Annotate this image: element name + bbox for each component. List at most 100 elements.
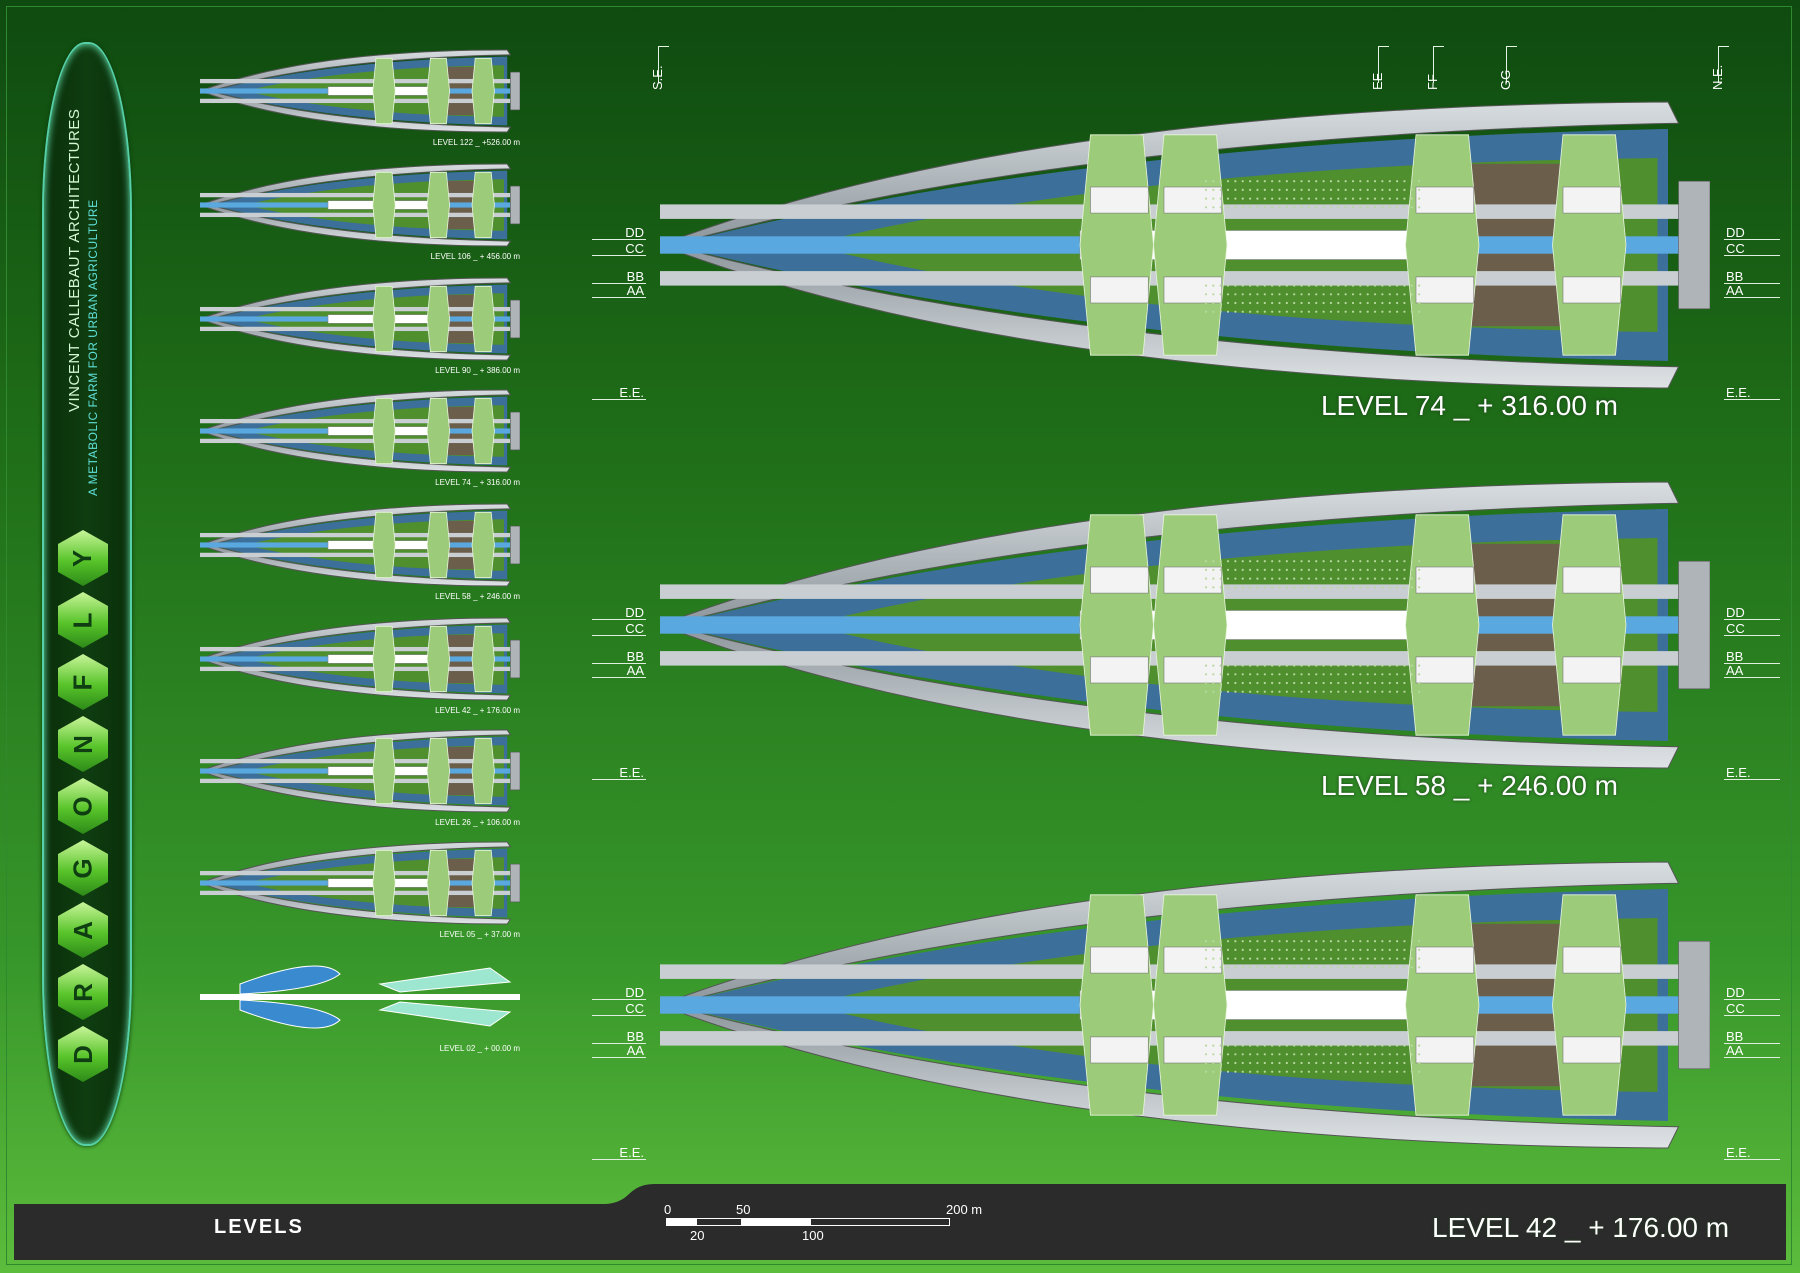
- scale-label-20: 20: [690, 1228, 705, 1243]
- scale-seg-1: [666, 1218, 696, 1226]
- level-plan-title: LEVEL 42 _ + 176.00 m: [1432, 1212, 1730, 1243]
- section-mark: BB: [1724, 270, 1780, 284]
- thumbnail-plan-drawing: [200, 49, 520, 133]
- thumbnail-level-label: LEVEL 05 _ + 37.00 m: [439, 930, 520, 939]
- logo-hex-9: D: [58, 1026, 108, 1082]
- level-plan-drawing: [660, 861, 1710, 1149]
- section-mark: CC: [592, 622, 646, 636]
- level-thumbnail: LEVEL 74 _ + 316.00 m: [200, 388, 520, 488]
- thumbnail-level-label: LEVEL 74 _ + 316.00 m: [435, 478, 520, 487]
- project-subtitle: A METABOLIC FARM FOR URBAN AGRICULTURE: [86, 199, 100, 496]
- logo-hex-1: Y: [58, 530, 108, 586]
- scale-label-0: 0: [664, 1202, 672, 1217]
- logo-hex-8: R: [58, 964, 108, 1020]
- logo-hex-6: G: [58, 840, 108, 896]
- level-thumbnail: LEVEL 106 _ + 456.00 m: [200, 162, 520, 262]
- section-mark: E.E.: [592, 1146, 646, 1160]
- thumbnail-plan-drawing: [200, 277, 520, 361]
- thumbnail-level-label: LEVEL 90 _ + 386.00 m: [435, 366, 520, 375]
- section-mark: AA: [592, 664, 646, 678]
- section-mark: DD: [1724, 606, 1780, 620]
- section-mark: DD: [592, 606, 646, 620]
- levels-label: LEVELS: [214, 1216, 304, 1238]
- section-mark: BB: [592, 1030, 646, 1044]
- section-mark: CC: [592, 1002, 646, 1016]
- thumbnail-level-label: LEVEL 02 _ + 00.00 m: [439, 1044, 520, 1053]
- level-thumbnail: LEVEL 42 _ + 176.00 m: [200, 616, 520, 716]
- footer-bar: LEVELS 0 20 50 100 200 m: [14, 1180, 1786, 1260]
- section-mark: E.E.: [1724, 1146, 1780, 1160]
- section-mark: AA: [1724, 284, 1780, 298]
- logo-hex-5: O: [58, 778, 108, 834]
- section-mark: DD: [592, 986, 646, 1000]
- section-mark: AA: [1724, 664, 1780, 678]
- logo-hex-2: L: [58, 592, 108, 648]
- level-plan: LEVEL 74 _ + 316.00 m: [660, 100, 1710, 450]
- section-mark: DD: [1724, 226, 1780, 240]
- level-plan-drawing: [660, 101, 1710, 389]
- level-plan-title: LEVEL 58 _ + 246.00 m: [1320, 770, 1618, 801]
- section-mark: AA: [1724, 1044, 1780, 1058]
- level-plan-title: LEVEL 74 _ + 316.00 m: [1320, 390, 1618, 421]
- marker-gg: GG: [1498, 46, 1518, 90]
- section-mark: AA: [592, 284, 646, 298]
- thumbnail-level-label: LEVEL 42 _ + 176.00 m: [435, 706, 520, 715]
- thumbnail-plan-drawing: [200, 389, 520, 473]
- section-mark: DD: [592, 226, 646, 240]
- logo-hex-3: F: [58, 654, 108, 710]
- scale-label-50: 50: [736, 1202, 751, 1217]
- scale-seg-2: [696, 1218, 742, 1226]
- marker-ne: N.E.: [1710, 46, 1730, 90]
- company-name: VINCENT CALLEBAUT ARCHITECTURES: [66, 108, 83, 412]
- thumbnail-plan-drawing: [200, 503, 520, 587]
- section-mark: BB: [592, 270, 646, 284]
- scale-seg-4: [810, 1218, 950, 1226]
- section-mark: E.E.: [592, 766, 646, 780]
- level-thumbnail: LEVEL 26 _ + 106.00 m: [200, 728, 520, 828]
- marker-ff: FF: [1425, 46, 1445, 90]
- scale-bar: 0 20 50 100 200 m: [664, 1202, 1004, 1244]
- section-mark: CC: [1724, 622, 1780, 636]
- section-mark: BB: [592, 650, 646, 664]
- section-mark: BB: [1724, 1030, 1780, 1044]
- thumbnail-plan-drawing: [200, 965, 520, 1029]
- thumbnail-plan-drawing: [200, 729, 520, 813]
- dragonfly-logo: Y L F N O G A R D: [58, 530, 110, 1088]
- thumbnail-level-label: LEVEL 26 _ + 106.00 m: [435, 818, 520, 827]
- level-thumbnail: LEVEL 05 _ + 37.00 m: [200, 840, 520, 940]
- thumbnail-plan-drawing: [200, 617, 520, 701]
- thumbnail-level-label: LEVEL 58 _ + 246.00 m: [435, 592, 520, 601]
- thumbnail-plan-drawing: [200, 841, 520, 925]
- section-mark: DD: [1724, 986, 1780, 1000]
- thumbnail-level-label: LEVEL 122 _ +526.00 m: [432, 138, 520, 147]
- marker-se: S.E.: [650, 46, 670, 90]
- section-mark: E.E.: [592, 386, 646, 400]
- title-banner: [42, 42, 132, 1146]
- scale-label-100: 100: [802, 1228, 824, 1243]
- level-plan-drawing: [660, 481, 1710, 769]
- section-mark: AA: [592, 1044, 646, 1058]
- logo-hex-7: A: [58, 902, 108, 958]
- section-mark: BB: [1724, 650, 1780, 664]
- scale-label-200: 200 m: [946, 1202, 983, 1217]
- thumbnail-level-label: LEVEL 106 _ + 456.00 m: [430, 252, 520, 261]
- thumbnail-plan-drawing: [200, 163, 520, 247]
- level-plan: [660, 860, 1710, 1210]
- level-thumbnail: LEVEL 90 _ + 386.00 m: [200, 276, 520, 376]
- level-plan: LEVEL 58 _ + 246.00 m: [660, 480, 1710, 830]
- section-mark: E.E.: [1724, 766, 1780, 780]
- scale-seg-3: [742, 1218, 810, 1226]
- section-mark: E.E.: [1724, 386, 1780, 400]
- section-mark: CC: [1724, 1002, 1780, 1016]
- marker-ee: EE: [1370, 46, 1390, 90]
- section-mark: CC: [592, 242, 646, 256]
- logo-hex-4: N: [58, 716, 108, 772]
- section-mark: CC: [1724, 242, 1780, 256]
- level-thumbnail: LEVEL 02 _ + 00.00 m: [200, 954, 520, 1054]
